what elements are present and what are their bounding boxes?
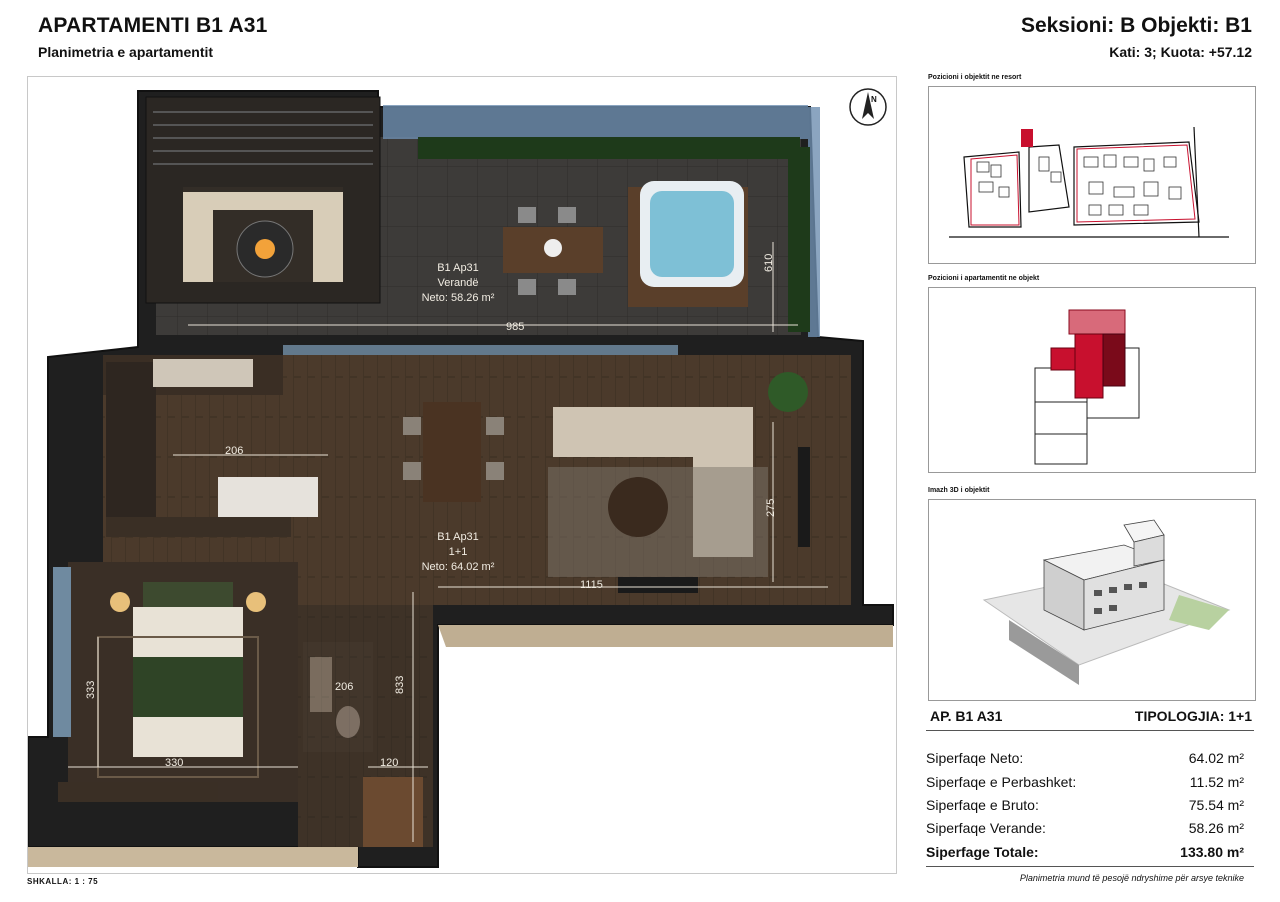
terrace-label: B1 Ap31 Verandë Neto: 58.26 m² (403, 261, 513, 306)
resort-map-panel (928, 86, 1256, 264)
scale-label: SHKALLA: 1 : 75 (27, 877, 99, 886)
area-row-common: Siperfaqe e Perbashket: 11.52 m² (926, 774, 1254, 796)
terrace-area: Neto: 58.26 m² (421, 292, 495, 304)
area-value: 75.54 m² (1188, 797, 1244, 813)
dim-bedroom-width: 330 (165, 757, 184, 769)
plant (768, 372, 808, 412)
apartment-type: 1+1 (448, 546, 468, 558)
jacuzzi (628, 181, 748, 307)
dim-living-width: 1115 (580, 579, 603, 591)
entry-door (363, 777, 423, 847)
render-label: Imazh 3D i objektit (928, 487, 990, 494)
dim-corridor: 120 (380, 757, 399, 769)
building-render-panel (928, 499, 1256, 701)
floor-plan-frame: N B1 Ap31 Verandë Neto: 58.26 m² B1 Ap31… (27, 76, 897, 874)
dim-living-depth: 275 (765, 498, 777, 517)
area-label: Siperfaqe Verande: (926, 820, 1046, 836)
area-row-terrace: Siperfaqe Verande: 58.26 m² (926, 820, 1254, 842)
north-arrow: N (848, 87, 888, 127)
page-subtitle: Planimetria e apartamentit (38, 44, 214, 60)
tv-unit (798, 447, 810, 547)
compass-icon (849, 88, 887, 126)
dim-bath: 206 (335, 681, 354, 693)
north-label: N (871, 95, 877, 104)
glass-railing-side (808, 107, 820, 337)
area-row-total: Siperfage Totale: 133.80 m² (926, 844, 1254, 866)
dim-terrace-depth: 610 (763, 253, 775, 272)
area-value: 64.02 m² (1188, 750, 1244, 766)
kitchen (106, 359, 318, 537)
area-value: 58.26 m² (1188, 820, 1244, 836)
typology-label: TIPOLOGJIA: 1+1 (1134, 708, 1252, 724)
area-value: 11.52 m² (1189, 774, 1244, 790)
floor-plan-render (27, 90, 894, 868)
area-label: Siperfaqe e Bruto: (926, 797, 1039, 813)
terrace-type: Verandë (437, 277, 479, 289)
disclaimer: Planimetria mund të pesojë ndryshime për… (1019, 873, 1244, 883)
sofa (548, 407, 768, 577)
terrace-dining (503, 207, 603, 295)
apartment-code: AP. B1 A31 (930, 708, 1003, 724)
building-position-label: Pozicioni i apartamentit ne objekt (928, 275, 1040, 282)
unit-above (1068, 309, 1126, 335)
apartment-title: APARTAMENTI B1 A31 (38, 14, 268, 37)
glass-railing (383, 105, 808, 139)
unit-highlight (1074, 333, 1104, 399)
building-render (982, 519, 1231, 685)
total-value: 133.80 m² (1180, 844, 1244, 860)
bedroom (53, 562, 298, 802)
summary-divider (926, 730, 1254, 731)
planter-row (418, 137, 810, 332)
floor-level-label: Kati: 3; Kuota: +57.12 (1109, 44, 1252, 60)
dimension-lines (68, 242, 828, 842)
building-marker (1021, 129, 1033, 147)
pergola-lounge (145, 96, 381, 304)
area-row-gross: Siperfaqe e Bruto: 75.54 m² (926, 797, 1254, 819)
resort-position-label: Pozicioni i objektit ne resort (928, 74, 1022, 81)
apartment-area: Neto: 64.02 m² (421, 561, 495, 573)
terrace-name: B1 Ap31 (437, 262, 479, 274)
dim-kitchen: 206 (225, 445, 244, 457)
resort-map (949, 126, 1229, 238)
area-label: Siperfaqe Neto: (926, 750, 1024, 766)
area-label: Siperfaqe e Perbashket: (926, 774, 1077, 790)
apartment-name: B1 Ap31 (437, 531, 479, 543)
section-label: Seksioni: B Objekti: B1 (1020, 14, 1252, 37)
building-position-panel (928, 287, 1256, 473)
dining-table (403, 402, 504, 502)
total-divider (926, 866, 1254, 867)
total-label: Siperfage Totale: (926, 844, 1039, 860)
area-row-net: Siperfaqe Neto: 64.02 m² (926, 750, 1254, 772)
dim-terrace-width: 985 (506, 321, 525, 333)
dim-bedroom-depth: 333 (85, 680, 97, 699)
sideboard (618, 577, 698, 593)
unit-highlight-shadow (1102, 333, 1126, 387)
dim-hall-depth: 833 (394, 675, 406, 694)
building-stack-diagram (1034, 309, 1140, 465)
apartment-label: B1 Ap31 1+1 Neto: 64.02 m² (393, 530, 523, 575)
